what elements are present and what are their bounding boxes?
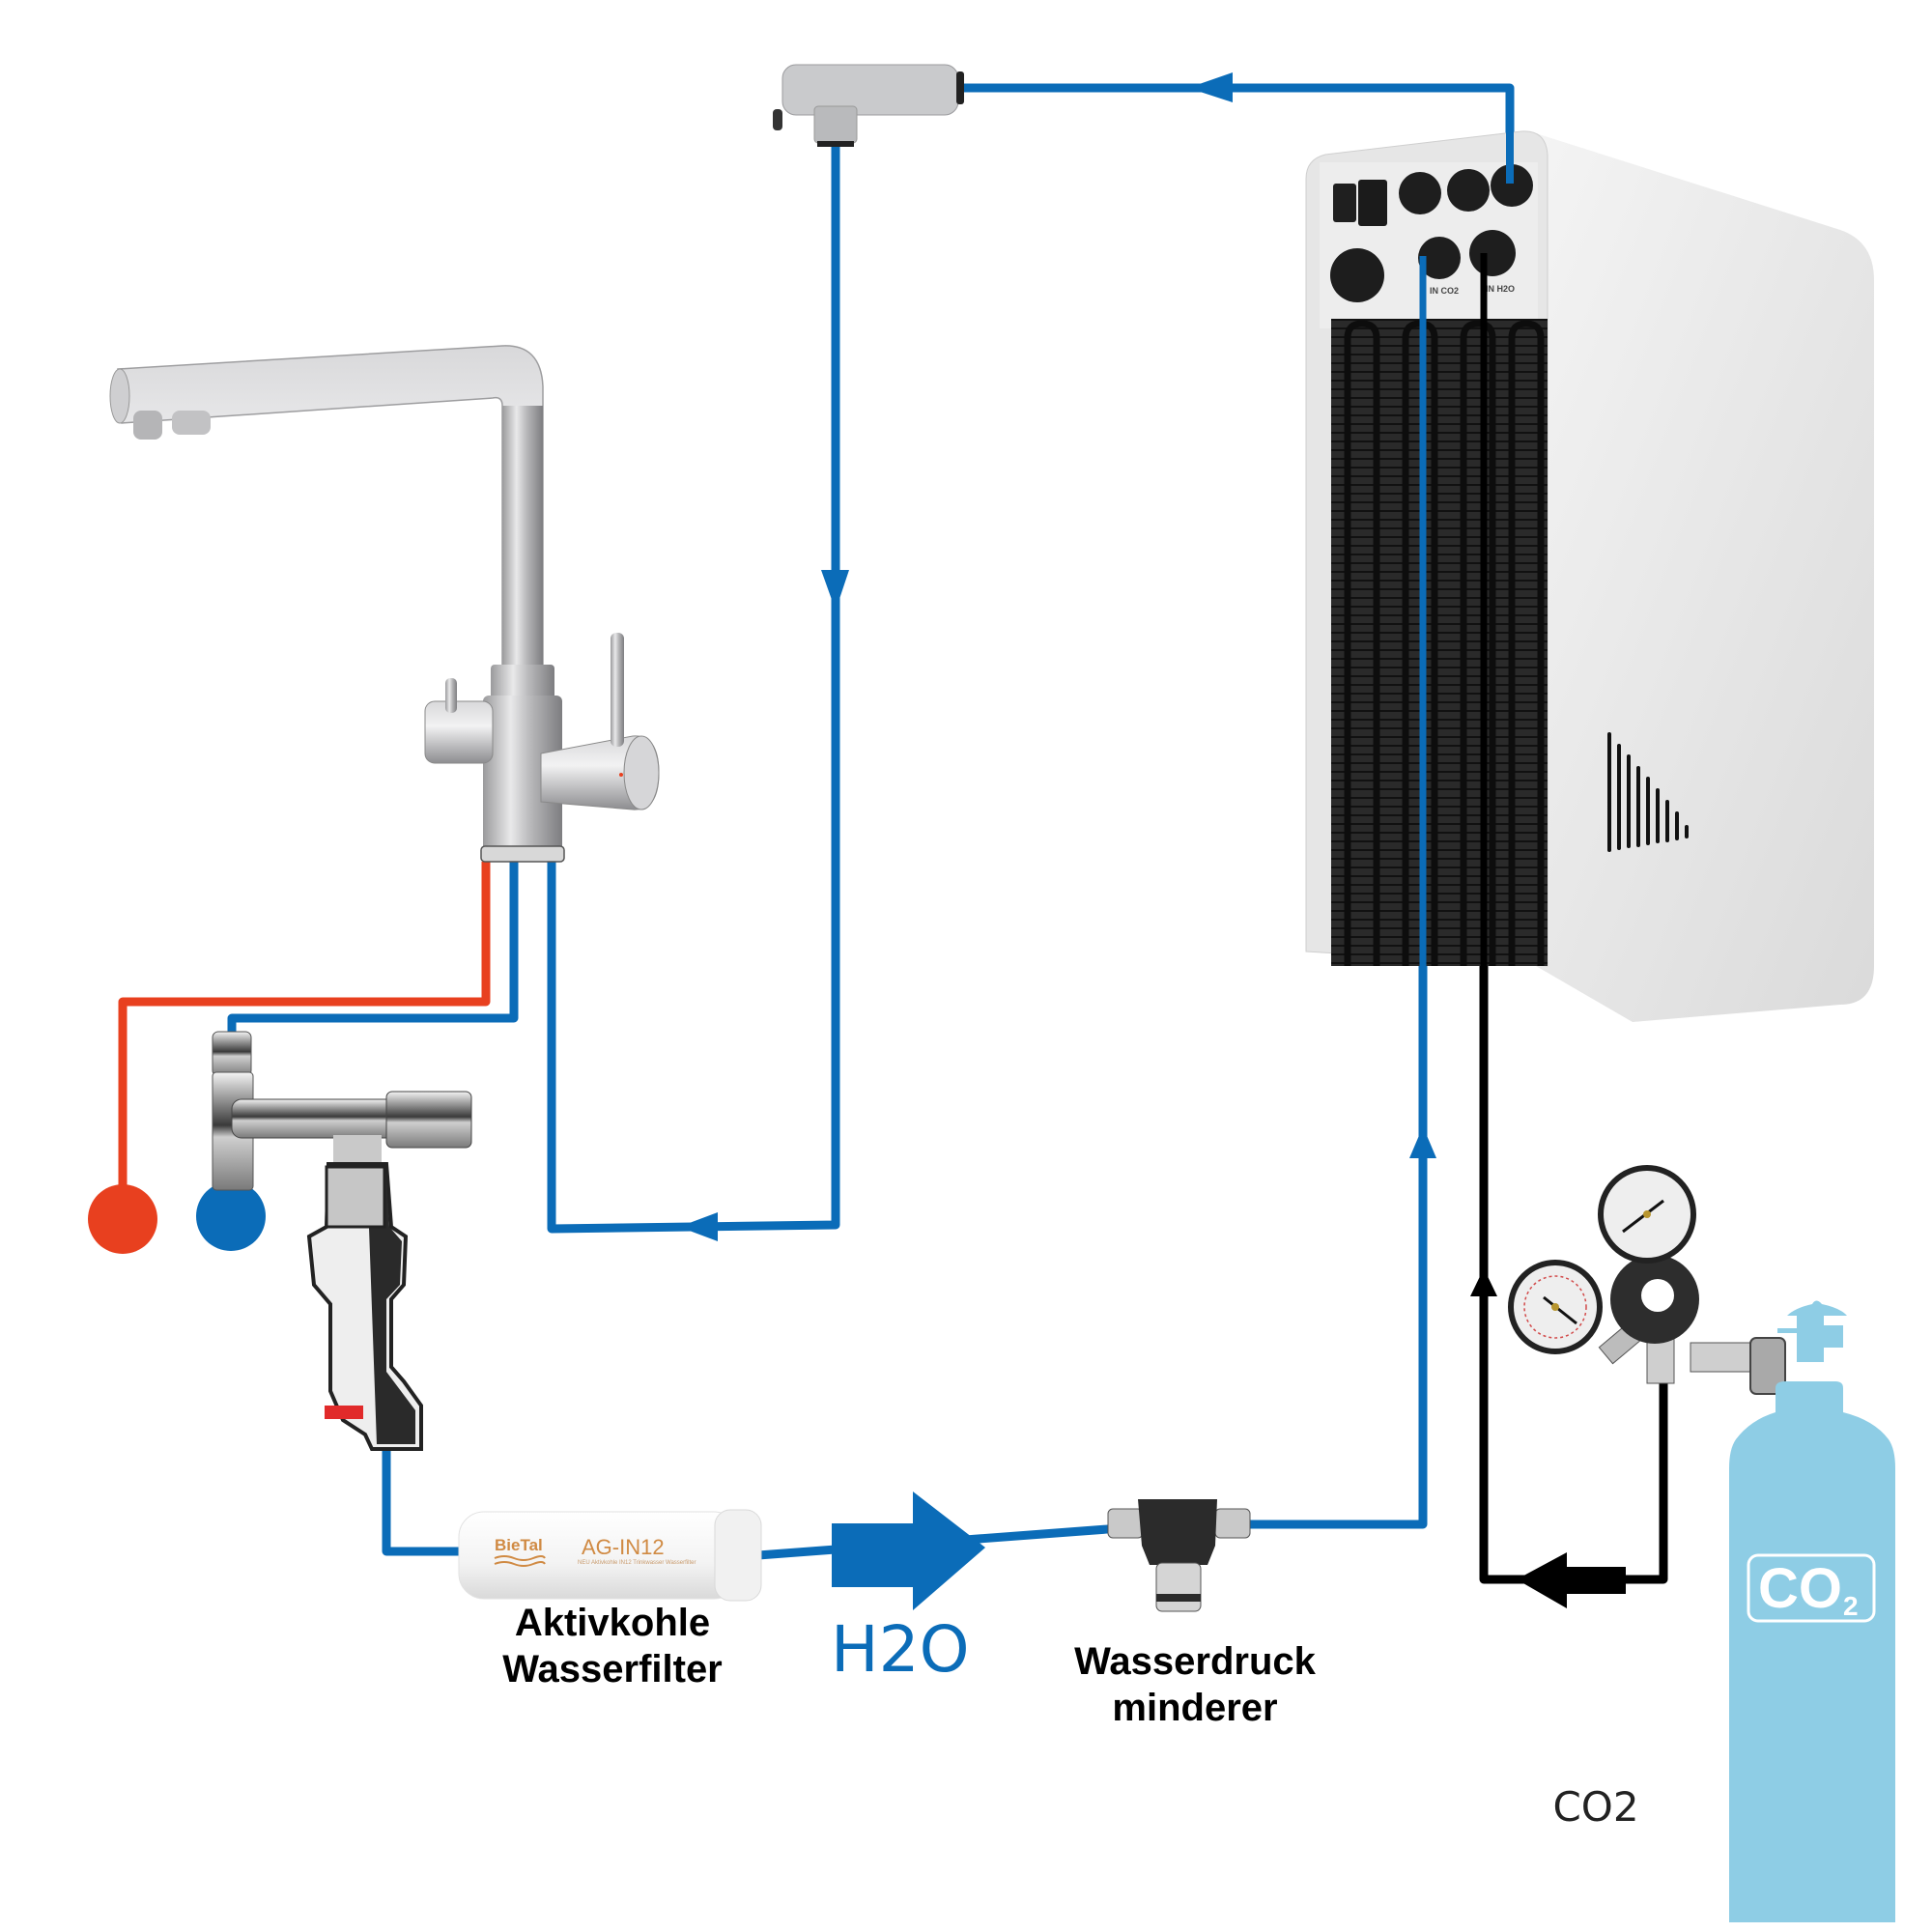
faucet[interactable] bbox=[109, 345, 660, 863]
faucet-outlet-2 bbox=[172, 411, 211, 435]
power-socket bbox=[1358, 180, 1387, 226]
connector-left-seal bbox=[773, 109, 782, 130]
reducer-stem bbox=[1155, 1562, 1202, 1612]
unit-vent bbox=[1607, 732, 1689, 852]
water-filter: BieTal AG-IN12 NEU Aktivkohle IN12 Trink… bbox=[458, 1509, 762, 1602]
arrow-left-bottom-icon bbox=[679, 1212, 718, 1241]
co2-label-sub: 2 bbox=[1843, 1591, 1859, 1621]
reducer-label-line2: minderer bbox=[1112, 1687, 1277, 1729]
faucet-lever[interactable] bbox=[611, 633, 624, 747]
power-switch[interactable] bbox=[1333, 184, 1356, 222]
faucet-left-knob[interactable] bbox=[445, 678, 457, 713]
regulator-side-arm bbox=[1690, 1342, 1754, 1373]
h2o-flow-arrow-icon bbox=[832, 1492, 985, 1610]
cold-water-line bbox=[227, 862, 519, 1038]
port-sparkling bbox=[1491, 164, 1533, 207]
port-in-h2o bbox=[1469, 230, 1516, 276]
sparkling-water-unit: IN CO2 IN H2O bbox=[1305, 88, 1874, 1022]
reducer-right-fitting bbox=[1214, 1508, 1251, 1539]
unit-ports bbox=[1399, 164, 1533, 279]
arrow-down-icon bbox=[821, 570, 849, 611]
gauge-left-needle bbox=[1543, 1295, 1577, 1325]
angle-valve-nut bbox=[212, 1031, 252, 1077]
hot-water-line bbox=[118, 862, 491, 1198]
flow-arrows bbox=[679, 72, 1626, 1610]
filter-brand: BieTal bbox=[495, 1536, 543, 1554]
gauge-top-needle bbox=[1622, 1199, 1664, 1234]
reducer-body bbox=[1138, 1499, 1217, 1565]
faucet-collar bbox=[491, 665, 554, 699]
sparkling-water-line bbox=[547, 147, 840, 1234]
faucet-spout bbox=[117, 345, 544, 677]
h2o-label: H2O bbox=[831, 1612, 970, 1687]
label-in-co2: IN CO2 bbox=[1430, 286, 1459, 296]
hot-water-supply bbox=[88, 1184, 157, 1254]
co2-flow-label: CO2 bbox=[1552, 1783, 1638, 1831]
port-drain bbox=[1399, 172, 1441, 214]
co2-bottle-valve bbox=[1777, 1300, 1847, 1362]
co2-bottle: CO 2 bbox=[1729, 1300, 1895, 1922]
faucet-base-ring bbox=[480, 845, 565, 863]
label-in-h2o: IN H2O bbox=[1486, 284, 1515, 294]
check-valve bbox=[306, 1162, 423, 1451]
faucet-body bbox=[483, 696, 562, 860]
connector-body bbox=[781, 64, 959, 116]
arrow-up-water-icon bbox=[1409, 1126, 1436, 1158]
co2-label-frame bbox=[1747, 1553, 1876, 1623]
arrow-left-top-icon bbox=[1188, 72, 1233, 102]
co2-regulator bbox=[1508, 1165, 1786, 1395]
connector-right-seal bbox=[956, 71, 964, 104]
check-valve-cap bbox=[325, 1165, 386, 1229]
cold-water-supply bbox=[196, 1181, 266, 1251]
filter-cap bbox=[714, 1509, 762, 1602]
filter-label-line1: Aktivkohle bbox=[515, 1602, 710, 1644]
pressure-reducer bbox=[1107, 1499, 1251, 1612]
arrow-up-co2-icon bbox=[1470, 1268, 1497, 1296]
angle-valve-handle[interactable] bbox=[385, 1091, 472, 1149]
check-valve-red-tap[interactable] bbox=[325, 1406, 363, 1419]
faucet-right-handle-cap bbox=[623, 735, 660, 810]
reducer-left-fitting bbox=[1107, 1508, 1144, 1539]
regulator-knob-center bbox=[1641, 1279, 1674, 1312]
check-valve-shadow bbox=[367, 1174, 415, 1444]
gauge-left-dial bbox=[1523, 1275, 1587, 1339]
faucet-neck bbox=[502, 406, 543, 676]
filter-brand-waves bbox=[494, 1555, 546, 1567]
supply-line bbox=[382, 1449, 459, 1556]
connector-stem bbox=[813, 105, 858, 144]
unit-side-panel bbox=[1536, 133, 1874, 1022]
regulator-hex-nut bbox=[1749, 1337, 1786, 1395]
connector-bottom-seal bbox=[817, 141, 854, 147]
hot-indicator-dot bbox=[619, 773, 623, 777]
inline-connector bbox=[773, 64, 964, 147]
port-cold bbox=[1447, 169, 1490, 212]
angle-valve[interactable] bbox=[212, 1031, 472, 1191]
filter-model: AG-IN12 bbox=[582, 1535, 665, 1559]
co2-bottle-body bbox=[1729, 1381, 1895, 1922]
thermostat-knob[interactable] bbox=[1330, 248, 1384, 302]
angle-valve-outlet bbox=[333, 1135, 382, 1164]
reducer-stem-band bbox=[1156, 1594, 1201, 1602]
filter-fine-print: NEU Aktivkohle IN12 Trinkwasser Wasserfi… bbox=[578, 1560, 696, 1566]
gauge-left-hub bbox=[1551, 1303, 1559, 1311]
port-in-co2 bbox=[1418, 237, 1461, 279]
gauge-top-hub bbox=[1643, 1210, 1651, 1218]
co2-flow-arrow-icon bbox=[1517, 1552, 1626, 1608]
condenser-tubes bbox=[1344, 320, 1545, 966]
faucet-left-handle[interactable] bbox=[424, 700, 494, 764]
faucet-outlet-1 bbox=[133, 411, 162, 440]
co2-label-main: CO bbox=[1758, 1557, 1842, 1620]
faucet-spout-tip bbox=[109, 368, 130, 424]
filter-label-line2: Wasserfilter bbox=[502, 1648, 723, 1690]
reducer-label-line1: Wasserdruck bbox=[1074, 1640, 1317, 1683]
